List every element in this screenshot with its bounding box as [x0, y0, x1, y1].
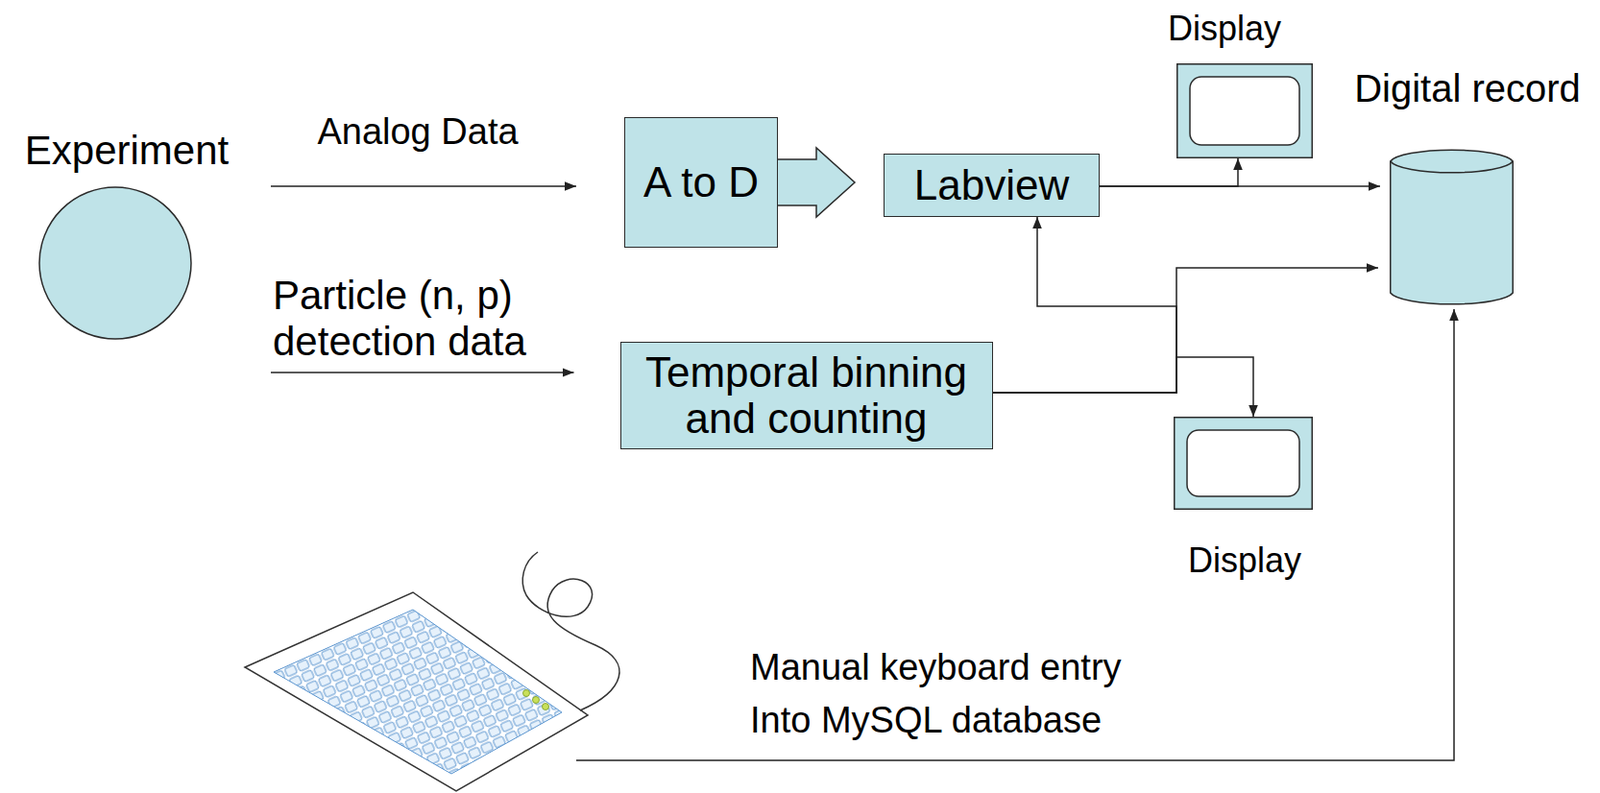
keyboard-led [533, 697, 540, 704]
database-cylinder: Digital record [1389, 147, 1514, 307]
keyboard-body [244, 592, 588, 792]
edge-label: Particle (n, p) detection data [272, 272, 561, 366]
node-label: Display [1167, 9, 1282, 49]
block-arrow [776, 147, 855, 218]
display-monitor-outline [1176, 63, 1313, 159]
cylinder-rim [1390, 161, 1514, 173]
connector [993, 357, 1255, 417]
display-monitor: Display [1173, 416, 1313, 510]
experiment-circle-outline [38, 186, 193, 340]
keyboard-led [523, 690, 531, 698]
node-text: A to D [643, 159, 759, 206]
keyboard-illustration [244, 552, 620, 792]
node-label: Display [1187, 541, 1302, 581]
edge-label: Analog Data [316, 111, 518, 154]
monitor-screen [1189, 76, 1300, 146]
process-box: Temporal binning and counting [620, 341, 994, 451]
cylinder-body [1390, 149, 1514, 305]
monitor-frame [1174, 417, 1313, 510]
keyboard-cord [522, 552, 620, 711]
circle-outline [39, 187, 192, 340]
connector [270, 371, 575, 374]
display-monitor-outline [1173, 416, 1313, 510]
process-box: Labview [883, 153, 1100, 218]
keyboard-keys [273, 609, 562, 775]
keyboard-entry-line [576, 309, 1455, 761]
monitor-screen [1187, 430, 1300, 497]
display-monitor: Display [1176, 63, 1313, 159]
experiment-circle: Experiment [38, 186, 193, 340]
database-cylinder-outline [1389, 147, 1514, 307]
node-label: Experiment [24, 128, 229, 173]
connector [1099, 158, 1238, 187]
keyboard-led [542, 703, 550, 711]
connector [270, 185, 577, 188]
edge-note: Manual keyboard entry Into MySQL databas… [750, 641, 1154, 748]
connector [993, 217, 1178, 393]
connector [993, 267, 1380, 393]
node-text: Labview [914, 162, 1069, 209]
node-text: Temporal binning and counting [633, 349, 980, 443]
converter-box: A to D [624, 117, 778, 248]
monitor-frame [1177, 64, 1313, 159]
node-label: Digital record [1354, 67, 1581, 110]
